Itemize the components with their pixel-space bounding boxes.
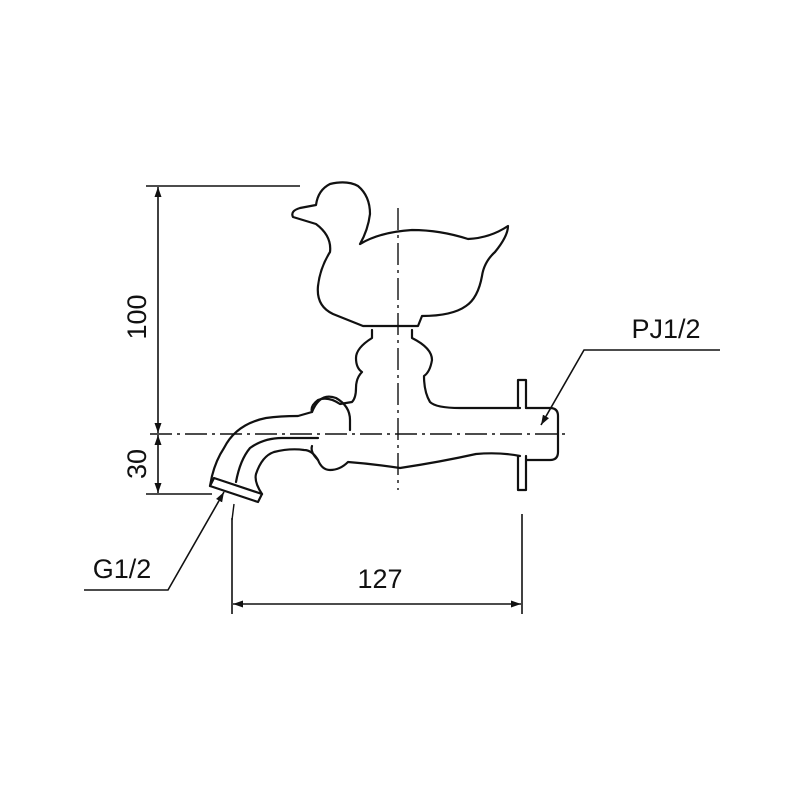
dimension-length: 127 [357, 564, 402, 594]
duck-handle-outline [291, 181, 510, 328]
spout-inner [234, 436, 320, 484]
inlet-connector [524, 406, 560, 462]
dimension-height-upper: 100 [122, 294, 152, 339]
leader-pj [540, 349, 720, 426]
spout-nozzle [208, 476, 264, 504]
stem-right-outline [410, 328, 522, 410]
dimension-height-lower: 30 [122, 449, 152, 479]
spout-outline [254, 448, 522, 496]
inlet-flange [516, 378, 528, 492]
callout-outlet-thread: G1/2 [93, 554, 152, 584]
body-lower-bulge [310, 444, 320, 462]
stem-outline [208, 328, 374, 488]
spout-centerline [231, 503, 235, 521]
callout-inlet-thread: PJ1/2 [631, 314, 700, 344]
body-upper-bulge [310, 395, 352, 432]
leader-g [84, 491, 225, 591]
